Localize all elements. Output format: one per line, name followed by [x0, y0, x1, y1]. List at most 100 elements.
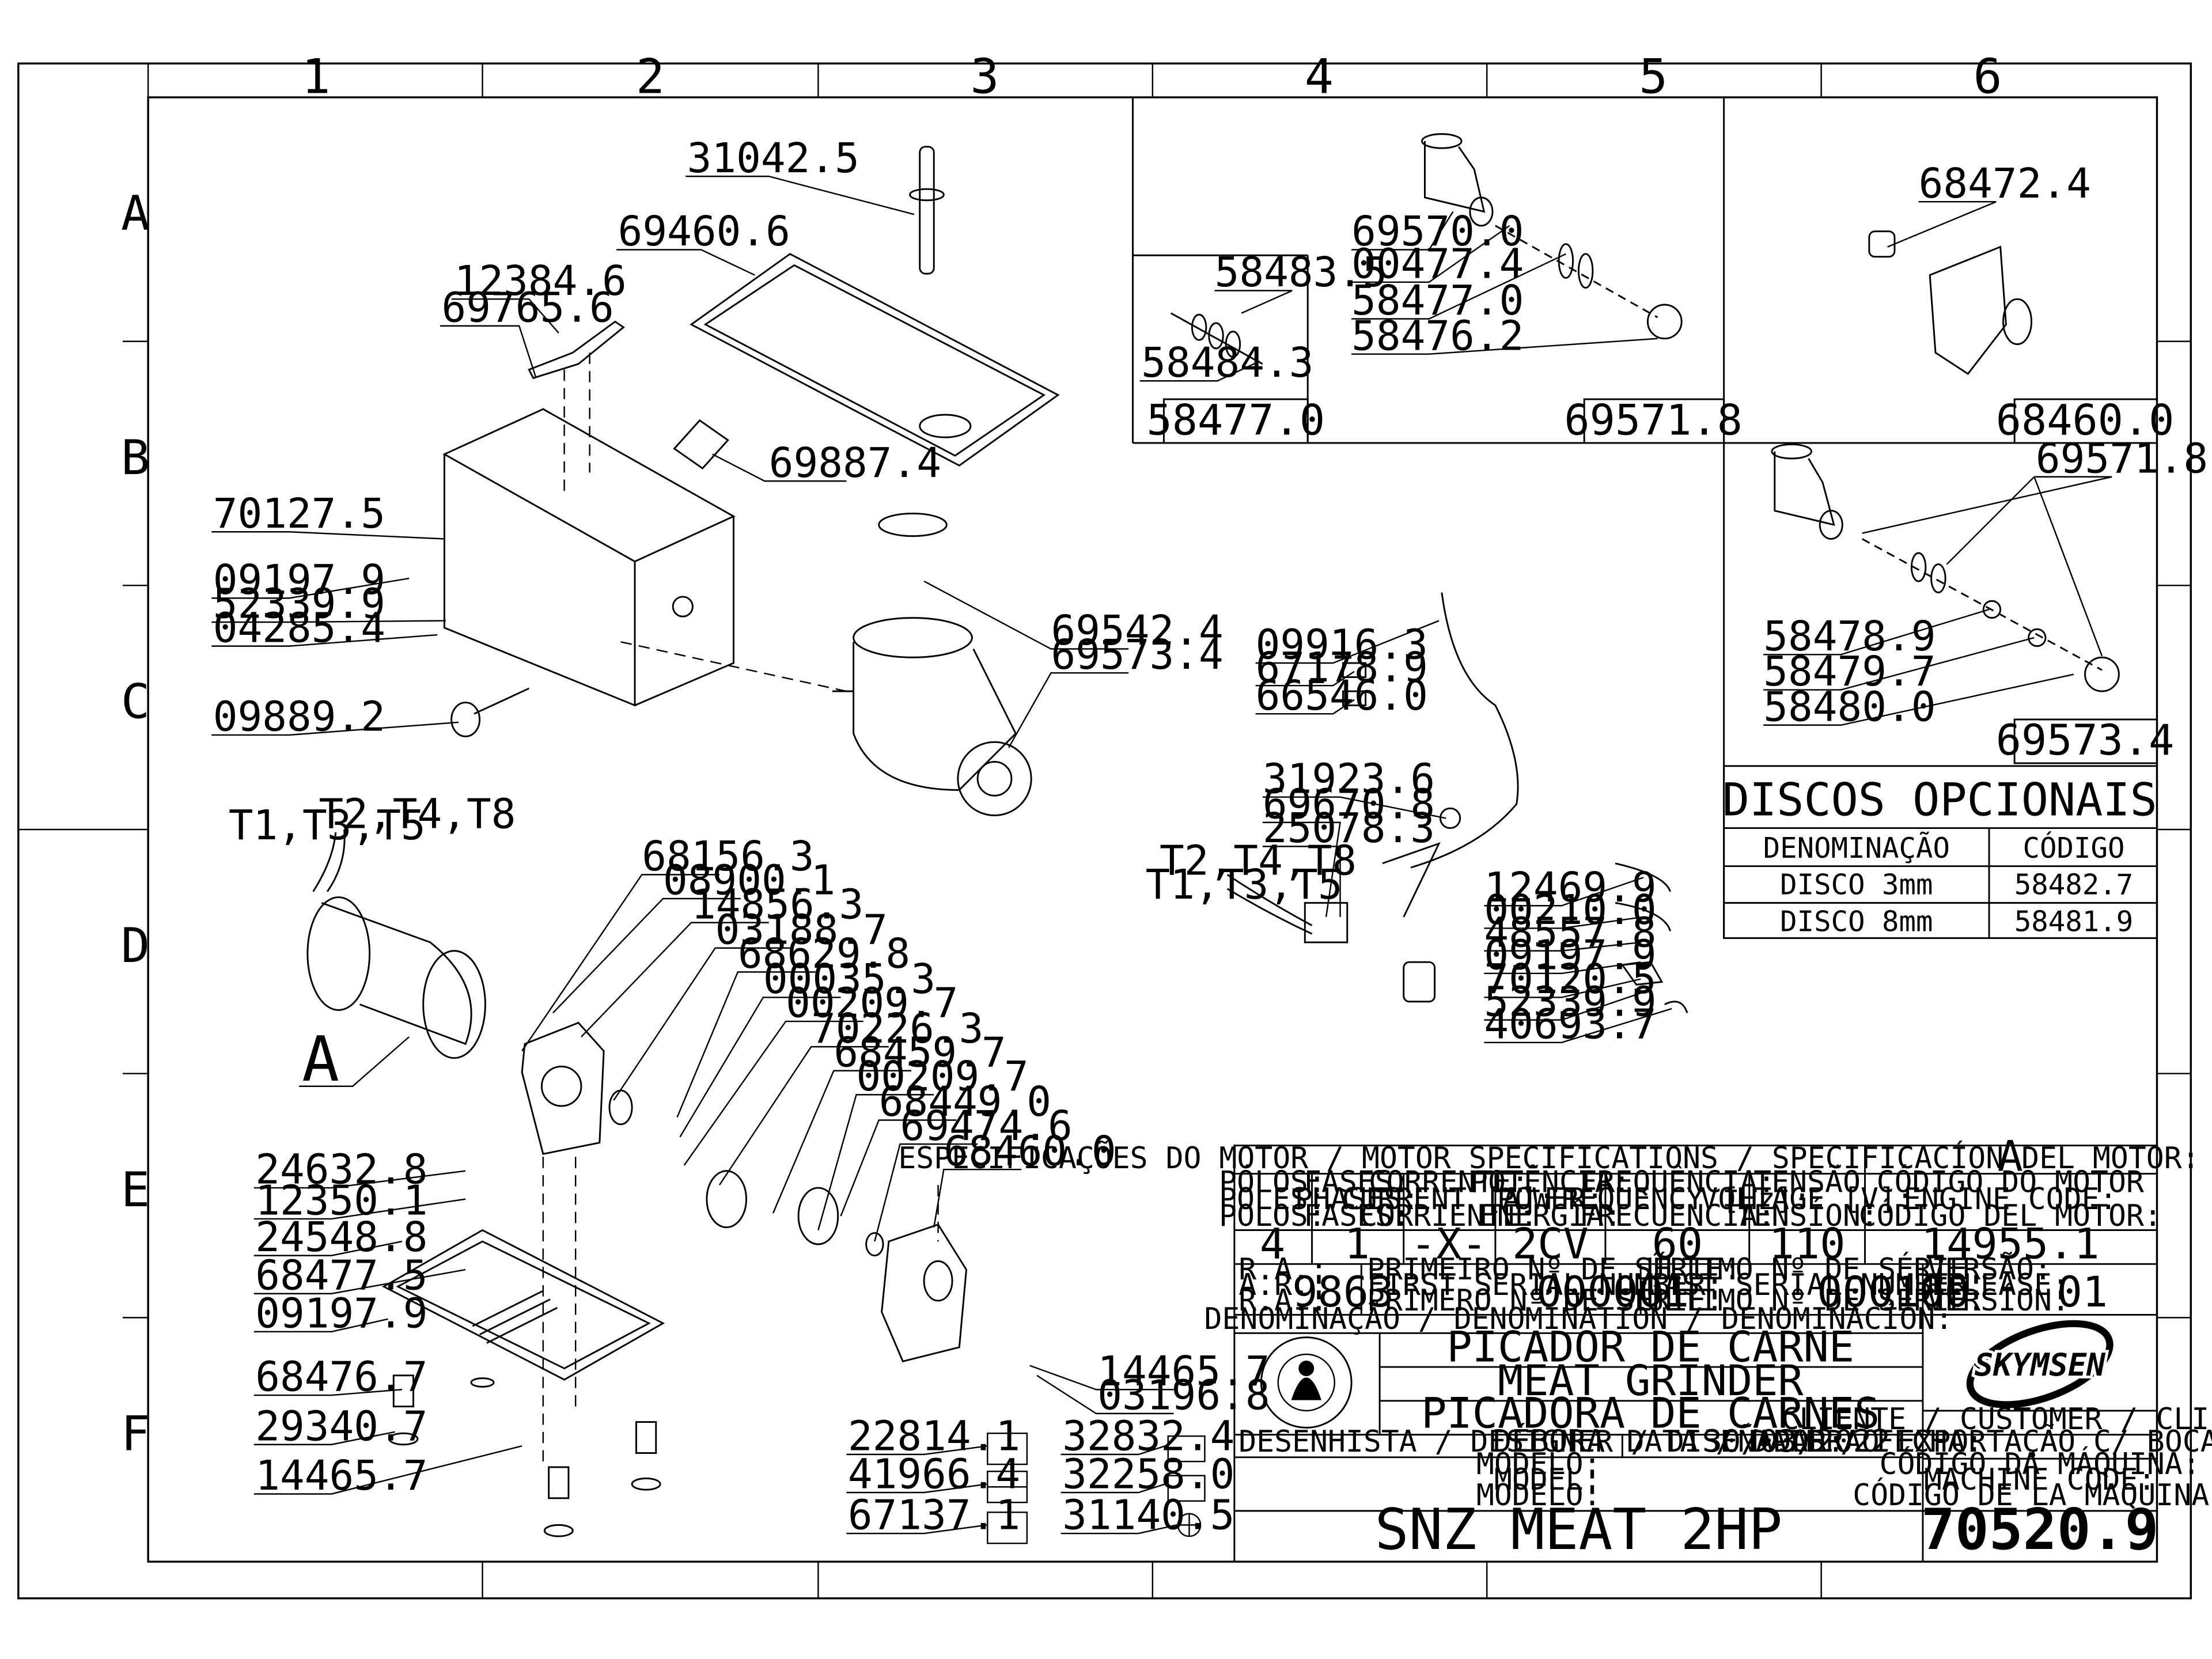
designer-label: DESENHISTA / DESIGNER / DISEÑADOR: — [1238, 1424, 1844, 1459]
part-label: 68459.7 — [834, 1028, 1006, 1076]
spec-header: POLES: — [1219, 1182, 1326, 1217]
client-label: CLIENTE / CUSTOMER / CLIENTE: — [1781, 1402, 2212, 1437]
detail-code: 69571.8 — [1564, 396, 1743, 445]
foot-part — [388, 1374, 661, 1537]
detail-code: 58477.0 — [1147, 396, 1325, 445]
grid-row-e: E — [121, 1162, 150, 1218]
spec-header: PÓLOS: — [1219, 1164, 1326, 1199]
spec-header: FASES: — [1304, 1199, 1411, 1233]
part-label: 31042.5 — [687, 134, 859, 182]
version-value: 01 — [2057, 1268, 2108, 1317]
part-label: 32258.0 — [1062, 1450, 1234, 1498]
part-label: 14465.7 — [1097, 1347, 1270, 1395]
parts-illustration — [306, 133, 2120, 1537]
motor-code-label: ENGINE CODE: — [1903, 1182, 2117, 1217]
part-label: 67178.9 — [1256, 643, 1428, 691]
version-label: RELEASE: — [1927, 1268, 2070, 1302]
part-label: 58479.7 — [1763, 647, 1936, 695]
title-block: ESPECIFICAÇÕES DO MOTOR / MOTOR SPECIFIC… — [898, 1132, 2212, 1563]
grid-col-4: 4 — [1305, 49, 1334, 105]
machine-code-labels: CÓDIGO DA MÁQUINA: MACHINE CODE: CÓDIGO … — [1853, 1446, 2212, 1513]
part-label: 24548.8 — [255, 1213, 427, 1261]
part-label: 58484.3 — [1141, 339, 1313, 387]
part-label: 24632.8 — [255, 1146, 427, 1194]
part-label: 25078.3 — [1263, 804, 1435, 852]
assembly-axis-lines — [542, 353, 939, 1467]
motor-spec-headers: PÓLOS: POLES: POLOS: FASES: PHASES: FASE… — [1219, 1164, 2162, 1233]
model-label: MODELO: — [1476, 1447, 1601, 1482]
denomination: MEAT GRINDER — [1498, 1357, 1804, 1406]
part-label: 31140.5 — [1062, 1491, 1234, 1539]
serial-values: 9863 000001 000100 01 — [1292, 1268, 2108, 1317]
part-label: 58476.2 — [1351, 312, 1524, 359]
part-label: 14465.7 — [255, 1452, 427, 1499]
part-label: 68477.5 — [255, 1251, 427, 1299]
head-assembly-alt-detail — [1771, 443, 2120, 692]
part-callouts: 31042.5 69460.6 12384.6 69765.6 69887.4 … — [213, 134, 2208, 1539]
accessory-icons — [987, 1432, 1206, 1544]
first-serial-value: 000001 — [1536, 1268, 1689, 1317]
disc-name: DISCO 8mm — [1780, 905, 1933, 938]
part-label: 66546.0 — [1256, 672, 1428, 719]
part-label: 52339.9 — [213, 580, 385, 628]
motor-cover-part — [442, 408, 736, 707]
denomination-label: DENOMINAÇÃO / DENOMINATION / DENOMINACÍO… — [1204, 1301, 1953, 1336]
leader-lines — [211, 175, 2112, 1535]
disc-name: DISCO 3mm — [1780, 869, 1933, 902]
motor-code-label: CÓDIGO DO MOTOR — [1877, 1164, 2144, 1199]
part-label: 58483.5 — [1215, 248, 1387, 296]
last-serial-value: 000100 — [1817, 1268, 1969, 1317]
motor-spec-title: ESPECIFICAÇÕES DO MOTOR / MOTOR SPECIFIC… — [898, 1141, 2199, 1176]
part-label: 12350.1 — [255, 1177, 427, 1225]
part-label: 09197.9 — [213, 556, 385, 604]
denomination: PICADORA DE CARNES — [1421, 1389, 1880, 1438]
last-serial-label: ÚLTIMO Nº DE SÉRIE: — [1646, 1252, 1985, 1287]
part-label: 52339.9 — [1484, 978, 1656, 1025]
discs-title: DISCOS OPCIONAIS — [1722, 774, 2157, 827]
ra-label: R.A.: — [1238, 1252, 1328, 1287]
wire-label: T1,T3,T5 — [229, 801, 426, 849]
grid-row-f: F — [121, 1406, 150, 1462]
spec-header: POWER: — [1497, 1182, 1604, 1217]
part-label: 69570.0 — [1351, 207, 1524, 255]
part-label: 31923.6 — [1263, 755, 1435, 802]
part-label: 12469.9 — [1484, 863, 1656, 911]
ra-value: 9863 — [1292, 1268, 1394, 1317]
discs-header-name: DENOMINAÇÃO — [1763, 831, 1950, 865]
housing-detail — [1868, 230, 2032, 375]
spec-header: FASES: — [1304, 1165, 1411, 1199]
wire-label: T1,T3,T5 — [1146, 861, 1343, 908]
part-label: 03188.7 — [715, 906, 888, 953]
ra-label: A.R.: — [1238, 1268, 1328, 1302]
grid-row-c: C — [121, 674, 150, 730]
part-label: 32832.4 — [1062, 1412, 1234, 1460]
pusher-part — [909, 146, 945, 275]
detail-code: 68460.0 — [1996, 396, 2175, 445]
spec-value: -X- — [1411, 1219, 1487, 1268]
brand-name: SKYMSEN — [1975, 1347, 2106, 1383]
version-label: VERSÍON: — [1927, 1283, 2070, 1318]
part-label: 68472.4 — [1919, 160, 2091, 207]
label-plate-part — [673, 419, 729, 470]
authorized-service-seal — [1260, 1336, 1353, 1429]
manual-icon — [987, 1432, 1028, 1465]
version-label: VERSÃO: — [1927, 1252, 2052, 1287]
spec-value: 2CV — [1512, 1219, 1589, 1268]
part-label: 69474.6 — [900, 1102, 1072, 1150]
spec-value: 60 — [1652, 1219, 1703, 1268]
wire-label: T2,T4,T8 — [1160, 836, 1357, 884]
part-label: 68476.7 — [255, 1353, 427, 1401]
spec-header: PHASES: — [1295, 1182, 1420, 1217]
part-label: 09197.9 — [1484, 931, 1656, 979]
machine-code-label: CÓDIGO DE LA MAQUINA: — [1853, 1478, 2212, 1513]
part-label: 04285.4 — [213, 604, 385, 652]
last-serial-label: LAST SERIAL NUMBER: — [1646, 1268, 1985, 1302]
part-label: 09916.3 — [1256, 621, 1428, 669]
serial-labels: R.A.: A.R.: R.A.: PRIMEIRO Nº DE SÉRIE: … — [1238, 1252, 2070, 1318]
client-value: PADRAO EXPORTAÇÃO C/ BOCA INOX — [1772, 1424, 2212, 1459]
part-label: 48557.8 — [1484, 908, 1656, 956]
knob-part — [450, 687, 529, 737]
motor-part — [306, 829, 486, 1059]
motor-code-label: CÓDIGO DEL MOTOR: — [1859, 1198, 2162, 1233]
